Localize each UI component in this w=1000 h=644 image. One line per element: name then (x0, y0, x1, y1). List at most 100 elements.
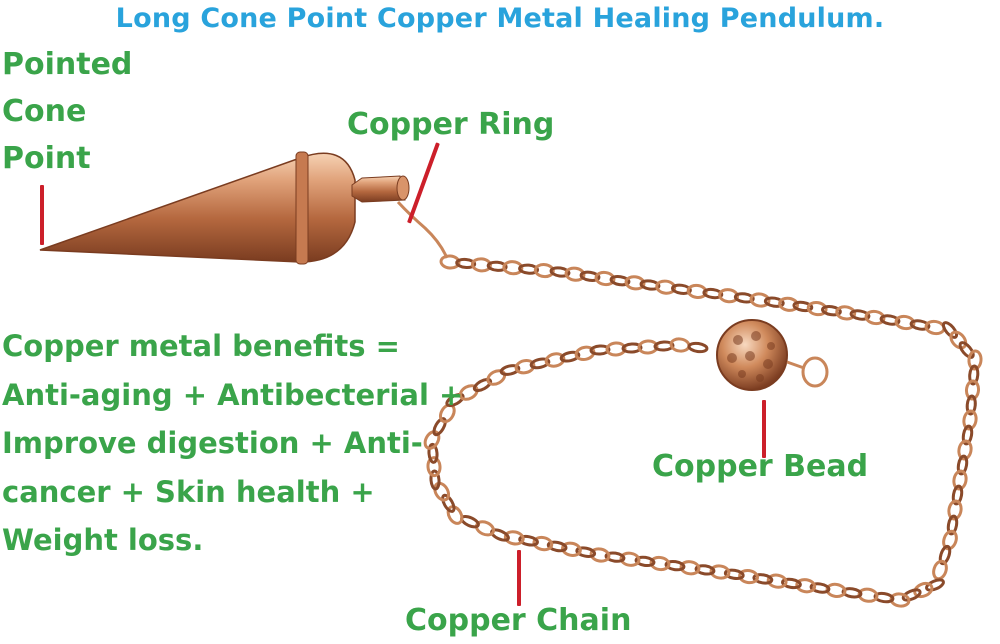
page-title: Long Cone Point Copper Metal Healing Pen… (115, 3, 885, 34)
chain-link (738, 568, 760, 585)
chain-link (441, 493, 456, 513)
chain-link (621, 342, 643, 354)
chain-link (664, 559, 686, 572)
chain-link (849, 309, 871, 321)
chain-link (879, 314, 901, 326)
pendulum-cone (39, 151, 410, 265)
chain-link (913, 581, 934, 599)
chain-link (490, 528, 510, 542)
benefits-line: Anti-aging + Antibecterial + (2, 377, 464, 412)
chain-link (841, 587, 863, 599)
chain-link (445, 392, 465, 408)
chain-link (503, 530, 525, 546)
chain-link (589, 547, 611, 563)
chain-link (679, 560, 701, 576)
chain-link (825, 582, 847, 598)
chain-link (956, 454, 969, 476)
benefits-line: Weight loss. (2, 523, 204, 557)
chain-link (687, 341, 709, 354)
chain-link (432, 417, 447, 437)
chain-link (925, 578, 945, 592)
chain-link (686, 283, 708, 299)
chain-link (486, 369, 507, 386)
chain-link (946, 514, 959, 536)
chain-link (958, 341, 975, 359)
copper-chain (423, 254, 983, 608)
chain-link (427, 442, 439, 464)
chain-link (781, 577, 802, 590)
chain-link (653, 340, 675, 352)
chain-link (749, 292, 771, 308)
chain-link (433, 481, 451, 502)
chain-link (968, 364, 980, 386)
chain-link (894, 314, 916, 331)
benefits-text: Copper metal benefits = Anti-aging + Ant… (2, 322, 463, 565)
chain-link (718, 288, 740, 304)
chain-link (594, 270, 616, 287)
chain-link (702, 287, 724, 300)
chain-link (655, 279, 677, 295)
chain-link (932, 559, 948, 581)
chain-link (426, 456, 442, 478)
copper-chain-label: Copper Chain (405, 603, 632, 638)
chain-link (518, 534, 539, 547)
chain-link (637, 339, 659, 355)
chain-link (964, 379, 981, 401)
chain-link (470, 257, 492, 273)
chain-link (502, 260, 524, 276)
chain-link (619, 551, 641, 567)
chain-link (941, 321, 959, 339)
chain-link (806, 300, 828, 317)
chain-link (901, 588, 922, 602)
chain-link (574, 345, 596, 362)
chain-link (949, 330, 968, 350)
chain-link (439, 254, 461, 270)
chain-link (778, 296, 800, 312)
chain-link (967, 349, 983, 371)
chain-link (909, 319, 931, 331)
chain-link (694, 564, 716, 576)
chain-link (864, 309, 886, 326)
chain-link (559, 350, 581, 363)
chain-link (763, 296, 785, 308)
chain-link (634, 555, 656, 568)
chain-link (733, 292, 755, 304)
chain-link (499, 364, 521, 376)
chain-link (518, 263, 540, 275)
chain-link (446, 505, 464, 525)
chain-link (961, 424, 974, 446)
chain-link (514, 358, 536, 375)
chain-link (455, 257, 477, 269)
chain-link (532, 535, 554, 552)
chain-link (546, 540, 568, 553)
chain-link (952, 469, 968, 491)
cone-point-label-2: Cone (2, 94, 87, 129)
chain-link (472, 377, 493, 393)
chain-link (429, 469, 441, 491)
chain-link (533, 263, 555, 279)
chain-link (639, 279, 661, 291)
benefits-line: Improve digestion + Anti- (2, 426, 423, 460)
chain-link (486, 260, 508, 272)
chain-link (670, 283, 692, 295)
chain-link (529, 357, 551, 370)
chain-link (947, 499, 963, 521)
chain-link (795, 578, 817, 594)
chain-link (809, 582, 831, 594)
chain-link (938, 544, 952, 566)
copper-ring-label: Copper Ring (347, 107, 555, 142)
chain-link (752, 573, 774, 585)
chain-link (649, 555, 671, 572)
cone-point-pointer (40, 185, 44, 245)
chain-link (942, 529, 958, 551)
chain-link (962, 409, 978, 431)
chain-link (609, 275, 631, 287)
chain-link (709, 564, 731, 580)
copper-bead-pointer (762, 400, 766, 458)
chain-link (835, 305, 857, 321)
chain-link (561, 541, 582, 557)
chain-link (723, 568, 745, 580)
chain-link (604, 551, 626, 563)
chain-link (423, 430, 441, 450)
